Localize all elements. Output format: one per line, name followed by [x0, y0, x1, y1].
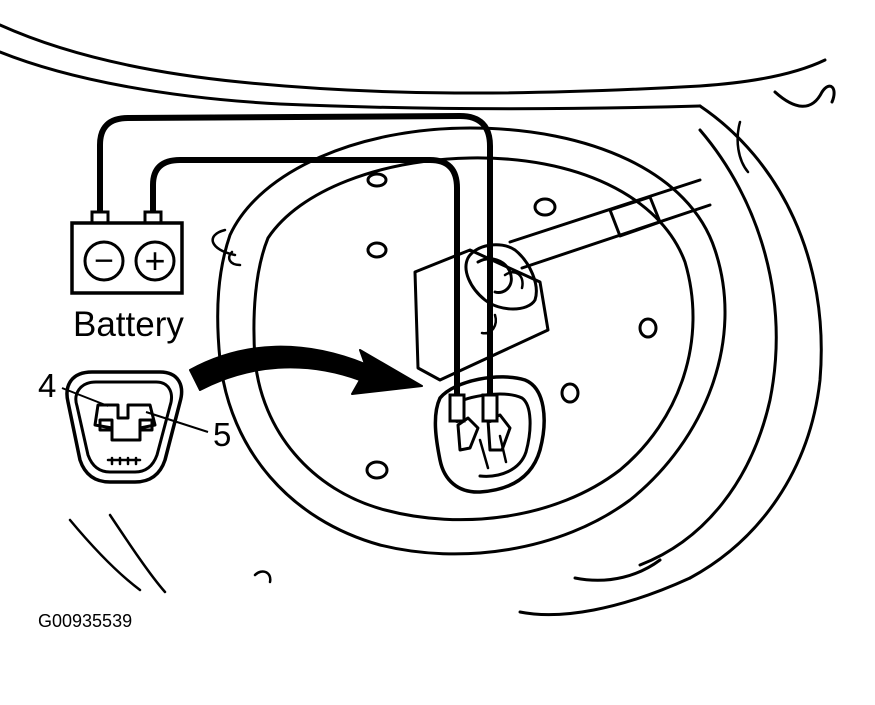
figure-id: G00935539: [38, 611, 132, 631]
battery-negative-terminal: [83, 240, 125, 282]
vehicle-body-outline: [0, 23, 836, 617]
pump-mounting-plate: [211, 126, 727, 556]
pin-4-leader: [61, 387, 109, 407]
battery: − +: [70, 210, 184, 295]
jumper-wire-negative: [97, 113, 493, 423]
jumper-wires: [97, 113, 499, 423]
jumper-wire-positive: [150, 157, 460, 423]
battery-positive-terminal: [134, 240, 176, 282]
pin-5-label: 5: [213, 416, 231, 453]
connection-arrow: [189, 345, 423, 395]
battery-negative-symbol: −: [94, 242, 114, 280]
battery-positive-symbol: +: [144, 240, 165, 281]
pin-5-leader: [145, 411, 209, 433]
battery-label: Battery: [73, 305, 184, 344]
connector-front-view: [65, 370, 184, 484]
pin-4-label: 4: [38, 367, 56, 404]
